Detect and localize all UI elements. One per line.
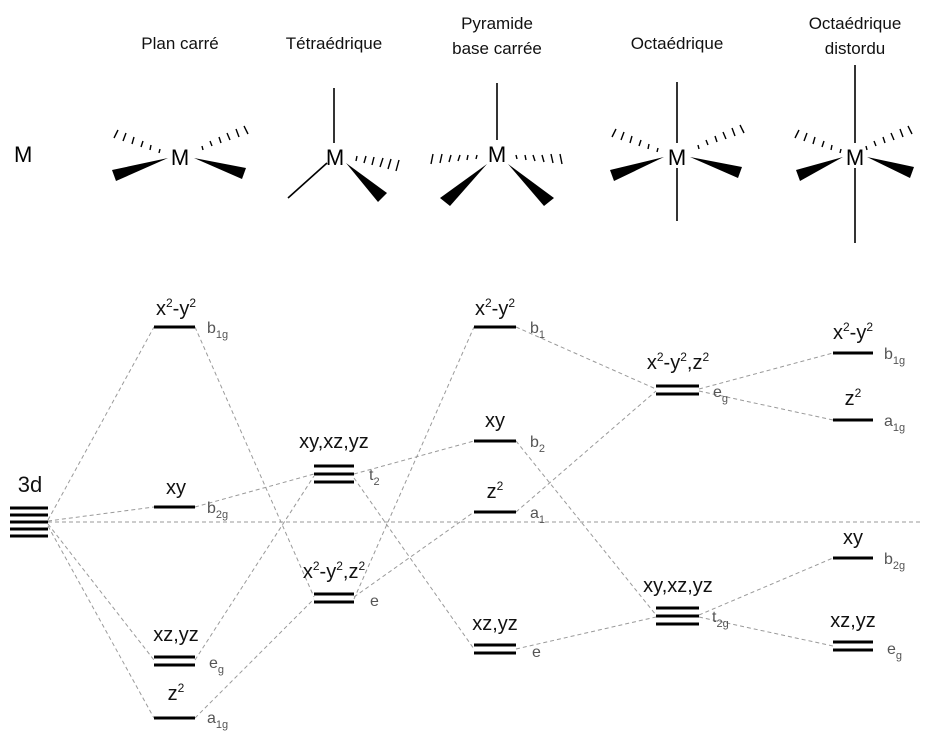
orbital-label: xy: [166, 477, 186, 499]
symmetry-label: a1g: [207, 710, 228, 731]
metal-atom: M: [171, 145, 189, 170]
symmetry-label: t2g: [712, 609, 729, 630]
wedge-bond-left: [610, 157, 664, 181]
header-octaedrique-distordu-line1: Octaédrique: [809, 14, 902, 33]
orbital-label: xz,yz: [830, 610, 876, 632]
symmetry-label: a1: [530, 505, 545, 526]
symmetry-label: e: [532, 644, 541, 661]
symmetry-label: b1: [530, 320, 545, 341]
hashed-bond-right: [515, 153, 563, 165]
wedge-bond-right: [867, 157, 914, 178]
symmetry-label: b2: [530, 434, 545, 455]
geometry-tetraedrique: M: [287, 88, 400, 202]
wedge-bond-left: [796, 157, 843, 181]
free-ion-label: 3d: [18, 472, 42, 497]
orbital-label: x2-y2: [833, 320, 873, 344]
orbital-label: xz,yz: [153, 624, 199, 646]
levels-octaedrique: x2-y2,z2 eg xy,xz,yz t2g: [643, 350, 729, 630]
metal-atom: M: [488, 142, 506, 167]
hashed-bond-right: [201, 125, 249, 151]
levels-tetraedrique: xy,xz,yz t2 x2-y2,z2 e: [299, 431, 379, 610]
symmetry-label: e: [370, 593, 379, 610]
levels-plan-carre: x2-y2 b1g xy b2g xz,yz eg z2 a1g: [153, 296, 228, 731]
correlation-lines: [47, 326, 920, 719]
wedge-bond-left: [112, 158, 168, 181]
geometry-pyramide-base-carree: M: [430, 83, 563, 206]
header-octaedrique: Octaédrique: [631, 34, 724, 53]
levels-octaedrique-distordu: x2-y2 b1g z2 a1g xy b2g xz,yz eg: [830, 320, 905, 662]
symmetry-label: b1g: [207, 320, 228, 341]
symmetry-label: eg: [713, 384, 728, 405]
hashed-bond-left: [430, 153, 478, 165]
bond-lower-left: [287, 162, 328, 199]
orbital-label: z2: [487, 479, 504, 503]
geometry-headers: Plan carré Tétraédrique Pyramide base ca…: [141, 14, 901, 58]
symmetry-label: a1g: [884, 413, 905, 434]
hashed-bond-right: [865, 125, 913, 151]
symmetry-label: t2: [369, 467, 380, 488]
wedge-bond: [346, 163, 387, 202]
free-ion-3d: 3d: [10, 472, 48, 538]
symmetry-label: b1g: [884, 346, 905, 367]
orbital-label: x2-y2,z2: [303, 559, 366, 583]
orbital-label: x2-y2: [156, 296, 196, 320]
hashed-bond-right: [697, 124, 745, 150]
hashed-bond-left: [611, 128, 659, 153]
orbital-label: xy,xz,yz: [643, 575, 713, 597]
geometry-plan-carre: M: [112, 125, 249, 181]
symmetry-label: b2g: [207, 500, 228, 521]
header-tetraedrique: Tétraédrique: [286, 34, 382, 53]
header-pyramide-line2: base carrée: [452, 39, 542, 58]
hashed-bond: [355, 155, 400, 172]
geometry-octaedrique-distordu: M: [794, 65, 914, 243]
geometry-octaedrique: M: [610, 82, 745, 221]
header-pyramide-line1: Pyramide: [461, 14, 533, 33]
metal-atom: M: [846, 145, 864, 170]
orbital-label: x2-y2: [475, 296, 515, 320]
orbital-label: xy: [843, 527, 863, 549]
symmetry-label: eg: [209, 655, 224, 676]
degenerate-5-levels: [10, 506, 48, 538]
wedge-bond-right: [690, 157, 742, 178]
orbital-label: xz,yz: [472, 613, 518, 635]
metal-atom: M: [326, 145, 344, 170]
orbital-label: xy,xz,yz: [299, 431, 369, 453]
orbital-label: xy: [485, 410, 505, 432]
wedge-bond-right: [508, 164, 554, 206]
wedge-bond-right: [194, 158, 246, 179]
header-octaedrique-distordu-line2: distordu: [825, 39, 885, 58]
metal-atom: M: [668, 145, 686, 170]
levels-pyramide-base-carree: x2-y2 b1 xy b2 z2 a1 xz,yz e: [472, 296, 545, 661]
wedge-bond-left: [440, 164, 487, 206]
hashed-bond-left: [113, 129, 161, 154]
symmetry-label: eg: [887, 641, 902, 662]
orbital-label: z2: [845, 386, 862, 410]
header-plan-carre: Plan carré: [141, 34, 218, 53]
orbital-label: z2: [168, 681, 185, 705]
symmetry-label: b2g: [884, 551, 905, 572]
metal-row-label: M: [14, 142, 32, 167]
hashed-bond-left: [794, 129, 842, 154]
orbital-label: x2-y2,z2: [647, 350, 710, 374]
